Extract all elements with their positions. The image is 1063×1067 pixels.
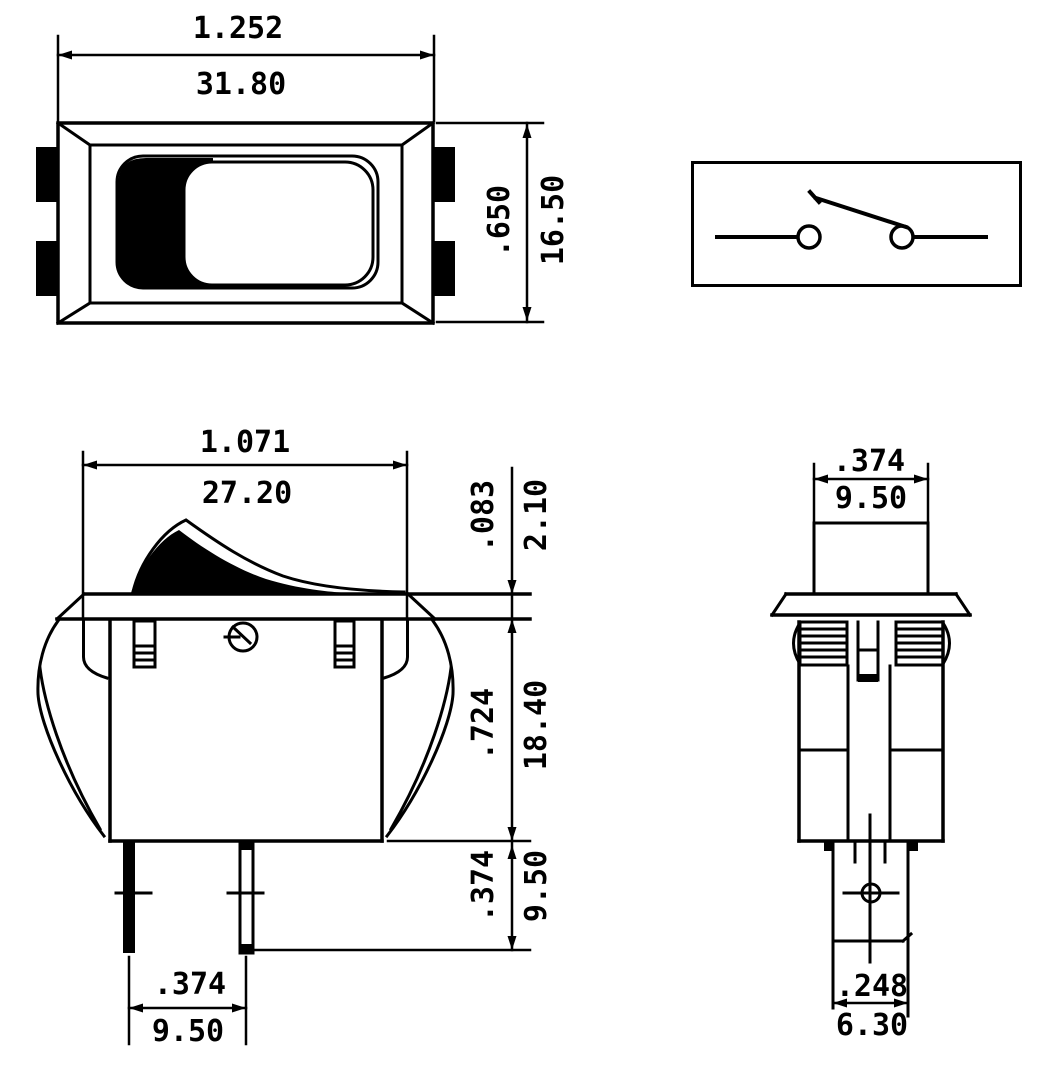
bevel-line [55,120,93,148]
blade-terminal [226,839,265,955]
bevel-line [55,300,93,326]
snap-clip-ribs [792,620,951,667]
mount-tab [36,147,58,202]
dim-label-front-body-mm: 18.40 [519,680,554,770]
rocker-opening [115,154,380,290]
mount-tab [36,241,58,296]
rocker-actuator-outline [131,518,406,594]
dim-label-front-terminal-inch: .374 [466,850,501,922]
dim-top-height: .650 16.50 [435,121,571,324]
dim-label-front-width-mm: 27.20 [202,476,292,511]
top-view: 1.252 31.80 .650 16.50 [36,11,571,326]
latch-tab [132,619,157,669]
dim-label-top-width-inch: 1.252 [193,11,283,46]
top-view-bezel [88,143,404,305]
dim-label-side-width-mm: 9.50 [835,481,907,516]
dim-front-pitch: .374 9.50 [127,955,248,1049]
mounting-flange [54,591,532,622]
bevel-line [399,300,436,326]
screw-mark-icon [223,621,259,653]
rocker-actuator [131,530,348,593]
dim-label-side-width-inch: .374 [833,444,905,479]
latch-tab [333,619,356,669]
dim-label-top-height-mm: 16.50 [536,175,571,265]
dim-front-width: 1.071 27.20 [81,425,409,621]
rocker-face [182,160,375,287]
dim-top-width: 1.252 31.80 [56,11,436,123]
schematic-border [691,161,1022,287]
dim-label-top-height-inch: .650 [482,185,517,257]
blade-terminal-side [831,813,914,1018]
dim-label-front-pitch-mm: 9.50 [152,1014,224,1049]
dim-label-front-terminal-mm: 9.50 [519,850,554,922]
dim-front-chain: .083 2.10 .724 18.40 .374 9.50 [251,466,554,952]
dim-label-side-terminal-mm: 6.30 [836,1008,908,1043]
schematic-view [691,161,1022,287]
spst-open-switch-symbol-icon [715,189,988,250]
snap-wing-right [382,618,455,839]
snap-wing-left [36,618,109,839]
front-view: 1.071 27.20 [36,425,554,1049]
mount-tab [433,147,455,202]
dim-label-front-width-inch: 1.071 [200,425,290,460]
mount-tab [433,241,455,296]
switch-body-side [797,620,945,851]
top-view-outer-body [56,121,435,325]
dim-label-front-pitch-inch: .374 [154,967,226,1002]
blade-terminal [114,841,153,953]
side-view: .374 9.50 [769,444,973,1043]
dim-label-front-bezel-inch: .083 [466,480,501,552]
dim-side-width: .374 9.50 [812,444,930,525]
mounting-flange-side [769,591,973,618]
dim-side-terminal: .248 6.30 [831,969,910,1043]
dim-label-top-width-mm: 31.80 [196,67,286,102]
dim-label-side-terminal-inch: .248 [836,969,908,1004]
terminal-hole [860,882,882,904]
dim-label-front-body-inch: .724 [466,688,501,760]
rocker-actuator-side [812,521,930,596]
dim-label-front-bezel-mm: 2.10 [519,479,554,551]
bevel-line [399,120,436,148]
